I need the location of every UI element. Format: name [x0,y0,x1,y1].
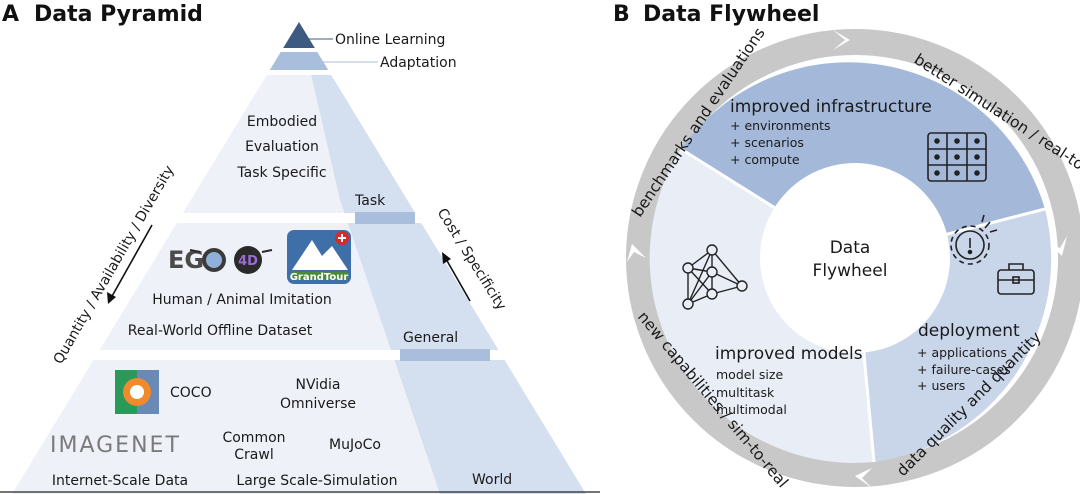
real-world-label: Real-World Offline Dataset [128,323,313,339]
center-label-1: Data [830,238,871,258]
infra-item-2: + scenarios [730,135,804,150]
models-sector [649,149,874,463]
mujoco-label: MuJoCo [329,437,381,453]
models-item-1: model size [716,367,783,382]
adaptation-label: Adaptation [380,55,457,71]
infra-item-1: + environments [730,118,831,133]
large-sim-label: Large Scale-Simulation [236,473,397,489]
embodied-label: Embodied [247,114,317,130]
human-imitation-label: Human / Animal Imitation [152,292,332,308]
deploy-item-1: + applications [917,345,1007,360]
flywheel-sectors [649,62,1052,463]
internet-scale-label: Internet-Scale Data [52,473,188,489]
coco-logo [115,370,159,414]
evaluation-label: Evaluation [245,139,319,155]
common-crawl-label-1: Common [222,430,285,446]
nvidia-label-1: NVidia [296,377,341,393]
task-tier-label: Task [354,193,386,209]
gear-alert-icon [950,214,998,265]
panel-b-letter: B [613,2,630,27]
svg-text:EG: EG [168,246,204,274]
panel-a-letter: A [2,2,19,27]
neural-network-icon [682,244,748,310]
svg-text:4D: 4D [238,254,258,269]
panel-b-title: Data Flywheel [643,2,819,27]
svg-text:GrandTour: GrandTour [290,272,349,283]
ego4d-logo: EG 4D [168,246,273,274]
general-tier-label: General [403,330,458,346]
task-specific-label: Task Specific [236,165,326,181]
nvidia-label-2: Omniverse [280,396,356,412]
models-item-3: multimodal [716,402,787,417]
infra-item-3: + compute [730,152,800,167]
infrastructure-title: improved infrastructure [730,97,932,117]
deployment-title: deployment [918,321,1020,341]
deploy-item-2: + failure-cases [917,362,1011,377]
infrastructure-sector [681,62,1045,259]
flywheel-hub [760,163,950,353]
panel-a-title: Data Pyramid [34,2,203,27]
center-label-2: Flywheel [813,261,888,281]
imagenet-logo: IMAGENET [50,433,181,458]
models-item-2: multitask [716,385,775,400]
briefcase-icon [997,263,1035,295]
common-crawl-label-2: Crawl [234,447,273,463]
online-learning-label: Online Learning [335,32,445,48]
server-icon [927,132,987,182]
models-title: improved models [715,344,863,364]
grandtour-logo: GrandTour [287,230,351,284]
deploy-item-3: + users [917,378,965,393]
coco-label: COCO [170,385,212,401]
world-tier-label: World [472,472,512,488]
flywheel-ring [626,29,1080,488]
